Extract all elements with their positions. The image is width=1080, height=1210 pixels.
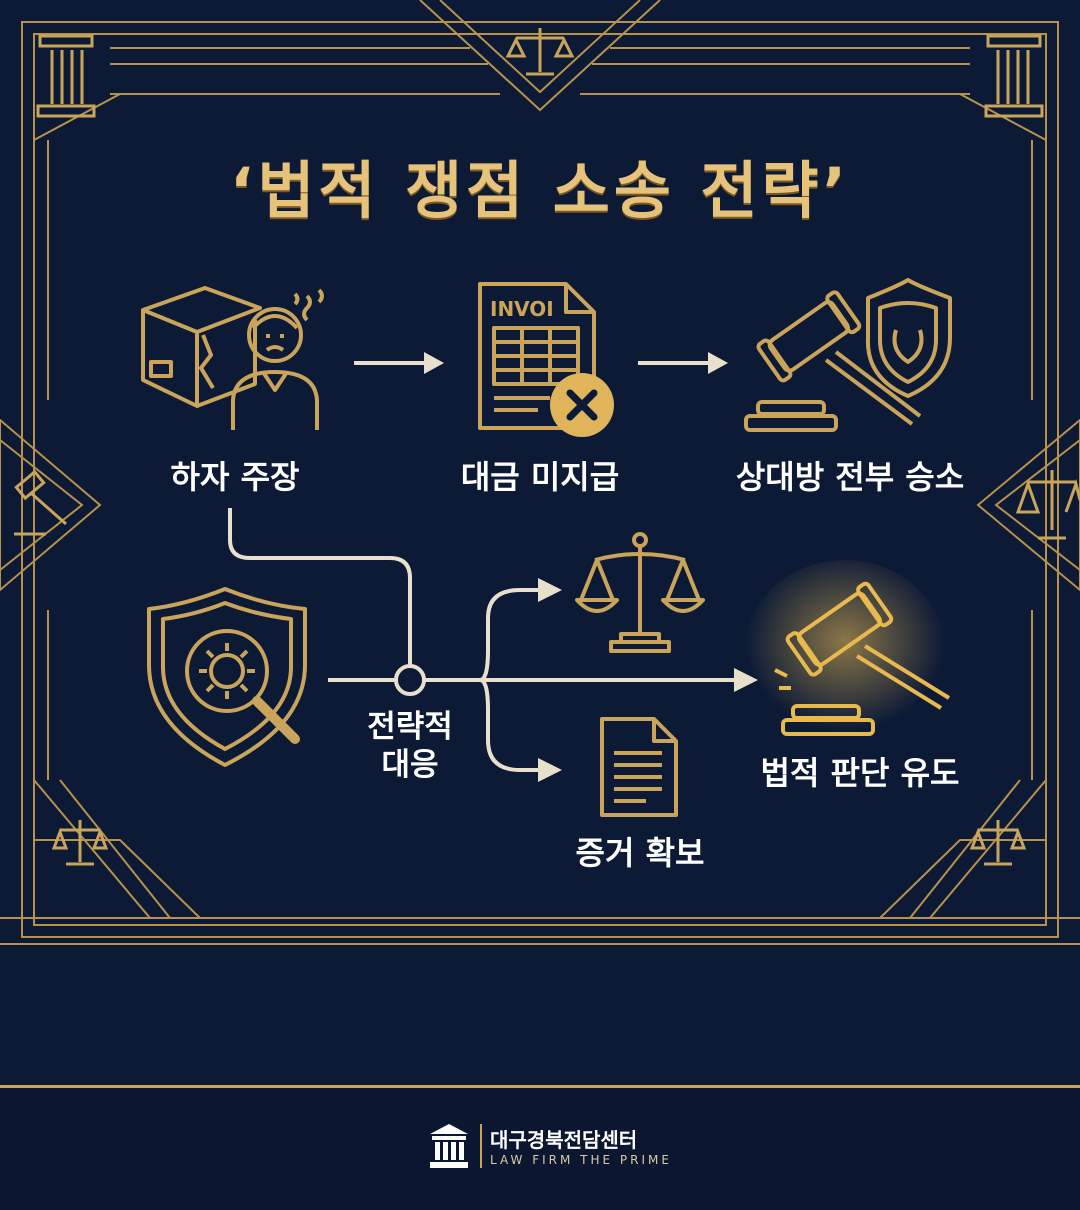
courthouse-logo-icon <box>430 1124 468 1168</box>
page-title: ‘법적 쟁점 소송 전략’ <box>229 154 851 227</box>
strategic-response-line1: 전략적 <box>367 709 453 745</box>
evidence-label: 증거 확보 <box>575 834 705 872</box>
invoice-rejected-icon: INVOI <box>478 282 614 437</box>
brand-name: 대구경북전담센터 <box>490 1128 638 1152</box>
damaged-box-person-icon <box>141 286 324 430</box>
brand-subtitle: LAW FIRM THE PRIME <box>490 1153 672 1167</box>
strategy-connectors <box>228 508 758 782</box>
step-full-win-label: 상대방 전부 승소 <box>735 458 965 496</box>
scales-of-justice-icon <box>575 532 705 653</box>
glowing-gavel-icon <box>745 560 951 740</box>
strategic-response-line2: 대응 <box>381 747 439 783</box>
document-icon <box>600 717 678 817</box>
legal-judgment-label: 법적 판단 유도 <box>760 754 960 792</box>
step-unpaid-label: 대금 미지급 <box>460 458 620 496</box>
arrow-right-icon <box>354 352 444 374</box>
shield-magnifier-icon <box>147 587 307 767</box>
footer <box>0 1085 1080 1210</box>
step-defect-claim-label: 하자 주장 <box>170 458 300 496</box>
invoice-text: INVOI <box>490 297 554 321</box>
strategic-response-label: 전략적 대응 <box>345 708 475 784</box>
gavel-shield-icon <box>744 278 952 432</box>
arrow-right-icon <box>638 352 728 374</box>
pillar-icon <box>36 34 1044 118</box>
brand-divider <box>480 1124 482 1168</box>
art-deco-frame <box>0 0 1080 945</box>
